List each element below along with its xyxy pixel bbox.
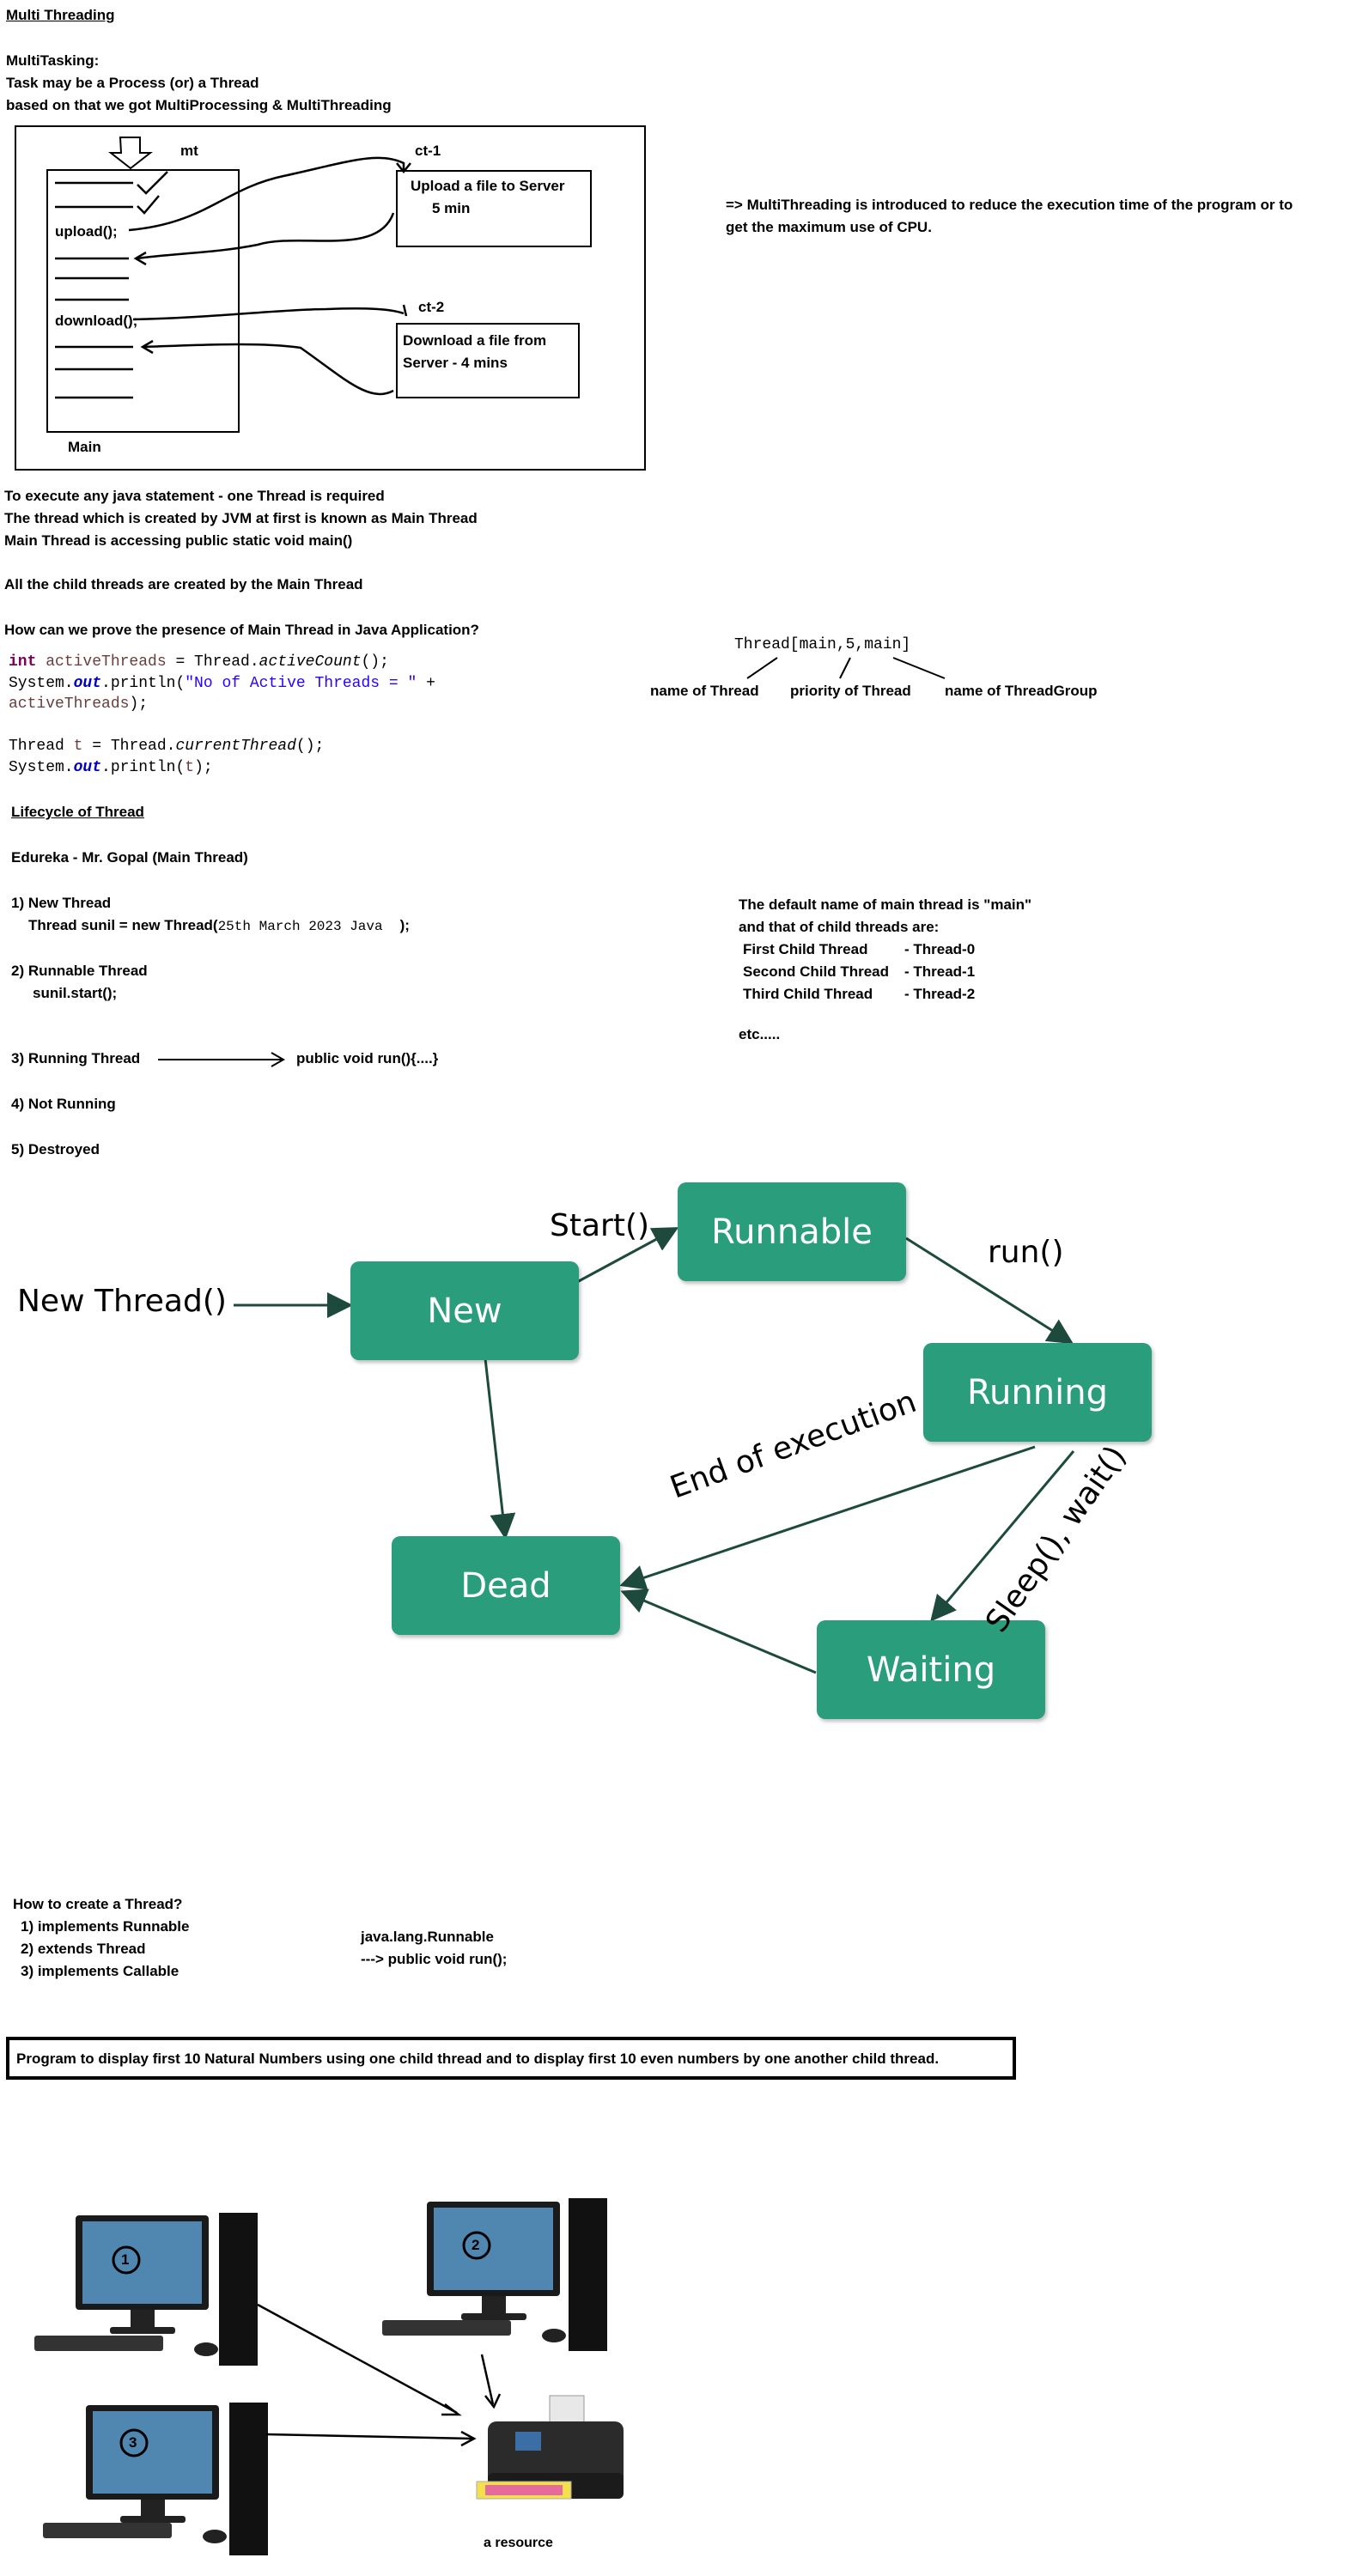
create-option-2: 2) extends Thread: [21, 1941, 146, 1957]
create-question: How to create a Thread?: [13, 1896, 183, 1912]
program-task-text: Program to display first 10 Natural Numb…: [16, 2050, 940, 2067]
download-task-box: [396, 323, 580, 398]
lifecycle-title: Lifecycle of Thread: [11, 804, 144, 820]
state-node-runnable: Runnable: [678, 1182, 906, 1281]
child-row-value-1: - Thread-1: [904, 963, 976, 980]
thread-sketch-frame: [15, 125, 646, 471]
run-method: public void run(){....}: [296, 1050, 439, 1066]
code-line-2: System.out.println("No of Active Threads…: [9, 675, 435, 692]
computer-2-icon: [382, 2198, 607, 2351]
state-runnable-code: sunil.start();: [33, 985, 118, 1001]
create-option-1: 1) implements Runnable: [21, 1918, 190, 1935]
child-row-name-1: Second Child Thread: [743, 963, 890, 980]
pc-number-2: 2: [472, 2237, 480, 2253]
upload-call: upload();: [55, 223, 118, 240]
edge-run-label: run(): [988, 1235, 1064, 1270]
upload-task-line1: Upload a file to Server: [411, 178, 565, 194]
code-line-1: int activeThreads = Thread.activeCount()…: [9, 653, 389, 671]
state-node-running: Running: [923, 1343, 1152, 1442]
download-call: download();: [55, 313, 138, 329]
page-title: Multi Threading: [6, 7, 115, 23]
edureka-line: Edureka - Mr. Gopal (Main Thread): [11, 849, 248, 866]
runnable-method: ---> public void run();: [361, 1951, 508, 1967]
code-line-4: Thread t = Thread.currentThread();: [9, 738, 325, 755]
mt-label: mt: [180, 143, 198, 159]
edge-start-label: Start(): [550, 1208, 650, 1243]
running-arrow-icon: [158, 1052, 286, 1067]
thread-tostring: Thread[main,5,main]: [734, 636, 911, 653]
main-thread-line4: All the child threads are created by the…: [4, 576, 363, 592]
default-names-line1: The default name of main thread is "main…: [739, 896, 1032, 913]
download-task-line2: Server - 4 mins: [403, 355, 508, 371]
child-row-value-2: - Thread-2: [904, 986, 976, 1002]
task-line: Task may be a Process (or) a Thread: [6, 75, 259, 91]
download-task-line1: Download a file from: [403, 332, 547, 349]
computer-3-icon: [43, 2403, 268, 2555]
state-new-code: Thread sunil = new Thread(25th March 202…: [28, 917, 410, 934]
threadgroup-label: name of ThreadGroup: [945, 683, 1098, 699]
thread-repr-arrows: [746, 657, 946, 679]
mt-note-line2: get the maximum use of CPU.: [726, 219, 932, 235]
code-line-5: System.out.println(t);: [9, 759, 213, 776]
code-line-3: activeThreads);: [9, 696, 149, 713]
main-method-box: [46, 169, 240, 433]
state-new: 1) New Thread: [11, 895, 112, 911]
printer-icon: [476, 2395, 624, 2500]
proof-question: How can we prove the presence of Main Th…: [4, 622, 479, 638]
main-thread-line1: To execute any java statement - one Thre…: [4, 488, 385, 504]
state-running: 3) Running Thread: [11, 1050, 141, 1066]
upload-task-line2: 5 min: [432, 200, 471, 216]
etc-line: etc.....: [739, 1026, 781, 1042]
ct2-label: ct-2: [418, 299, 445, 315]
ct1-label: ct-1: [415, 143, 441, 159]
state-node-waiting: Waiting: [817, 1620, 1045, 1719]
default-names-line2: and that of child threads are:: [739, 919, 940, 935]
child-row-value-0: - Thread-0: [904, 941, 976, 957]
runnable-package: java.lang.Runnable: [361, 1929, 494, 1945]
state-runnable: 2) Runnable Thread: [11, 963, 148, 979]
multitasking-heading: MultiTasking:: [6, 52, 100, 69]
upload-task-box: [396, 170, 592, 247]
lifecycle-diagram-arrows: [234, 1227, 1075, 1674]
mt-note-line1: => MultiThreading is introduced to reduc…: [726, 197, 1293, 213]
create-option-3: 3) implements Callable: [21, 1963, 179, 1979]
state-node-dead: Dead: [392, 1536, 620, 1635]
pc-number-1: 1: [121, 2251, 130, 2268]
state-destroyed: 5) Destroyed: [11, 1141, 100, 1157]
main-label: Main: [68, 439, 101, 455]
new-thread-start-label: New Thread(): [17, 1284, 227, 1319]
state-node-new: New: [350, 1261, 579, 1360]
state-not-running: 4) Not Running: [11, 1096, 116, 1112]
child-row-name-0: First Child Thread: [743, 941, 868, 957]
name-of-thread-label: name of Thread: [650, 683, 759, 699]
resource-sharing-illustration: [34, 2198, 624, 2555]
main-thread-line2: The thread which is created by JVM at fi…: [4, 510, 478, 526]
program-task-box: Program to display first 10 Natural Numb…: [6, 2037, 1016, 2080]
sketch-drawing: [55, 137, 411, 399]
child-row-name-2: Third Child Thread: [743, 986, 873, 1002]
pc-number-3: 3: [129, 2434, 137, 2451]
based-line: based on that we got MultiProcessing & M…: [6, 97, 392, 113]
main-thread-line3: Main Thread is accessing public static v…: [4, 532, 353, 549]
priority-label: priority of Thread: [790, 683, 911, 699]
resource-label: a resource: [484, 2536, 553, 2550]
computer-1-icon: [34, 2213, 258, 2366]
